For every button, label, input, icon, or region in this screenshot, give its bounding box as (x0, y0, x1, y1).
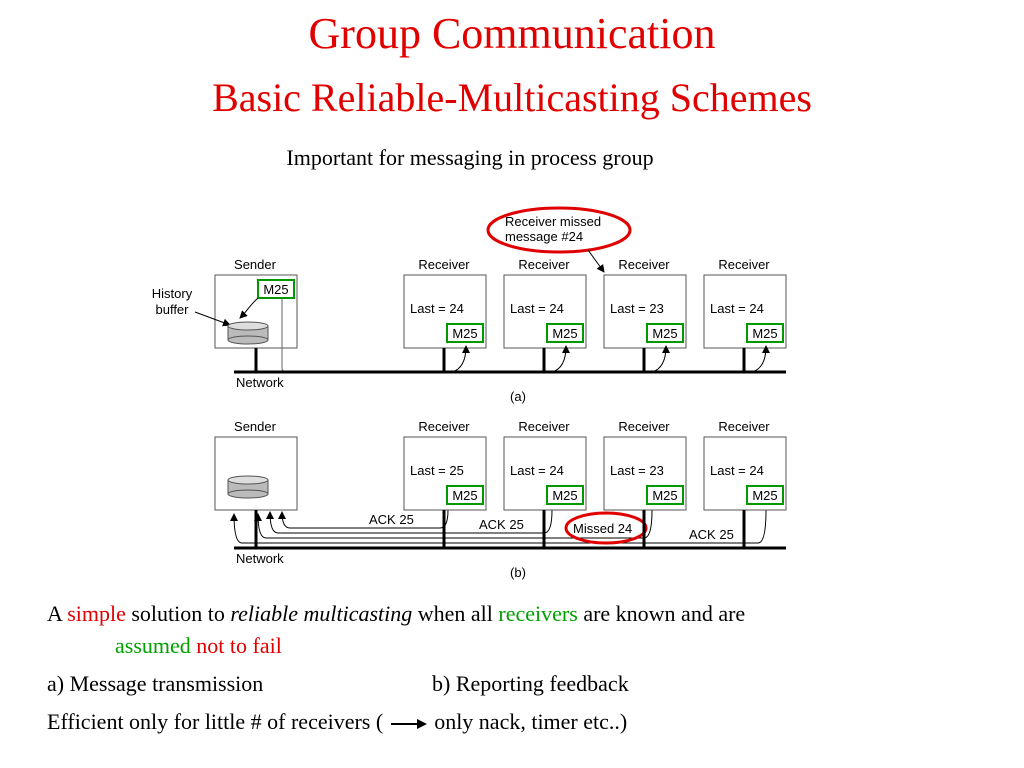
receiver-label: Receiver (618, 257, 670, 272)
text-span: when all (412, 601, 499, 626)
receiver-b-1: Receiver Last = 25 M25 (403, 419, 487, 548)
diagram-b: Sender ACK 25 ACK 25 Missed 24 ACK 25 Re… (214, 419, 787, 580)
sender-label: Sender (234, 419, 277, 434)
receiver-message: M25 (752, 326, 777, 341)
receiver-a-2: Receiver Last = 24 M25 (503, 257, 587, 373)
receiver-last: Last = 24 (510, 463, 564, 478)
multicast-diagram: Sender M25 History buffer Receiver misse… (152, 206, 787, 580)
slide-title: Group Communication (308, 9, 716, 58)
missed-label: Missed 24 (573, 521, 632, 536)
right-arrow-icon (390, 718, 427, 729)
simple-highlight: simple (67, 601, 126, 626)
receiver-message: M25 (652, 326, 677, 341)
receiver-label: Receiver (418, 419, 470, 434)
text-span: are known and are (577, 601, 746, 626)
caption-b: (b) (510, 565, 526, 580)
receiver-b-2: Receiver Last = 24 M25 (503, 419, 587, 548)
ack-label-3: ACK 25 (689, 527, 734, 542)
receiver-message: M25 (552, 326, 577, 341)
assumed-highlight: assumed (115, 633, 191, 658)
sender-box (214, 436, 298, 511)
receiver-label: Receiver (518, 419, 570, 434)
intro-text: Important for messaging in process group (286, 145, 654, 170)
receiver-last: Last = 23 (610, 463, 664, 478)
bullet-3: Efficient only for little # of receivers… (47, 706, 1007, 738)
bullet-1: A simple solution to reliable multicasti… (47, 598, 1007, 662)
receiver-last: Last = 24 (410, 301, 464, 316)
receiver-label: Receiver (718, 419, 770, 434)
feedback-label: b) Reporting feedback (432, 671, 629, 696)
history-buffer-icon (227, 475, 269, 499)
receiver-last: Last = 24 (510, 301, 564, 316)
missed-highlight (564, 511, 648, 545)
receiver-last: Last = 24 (710, 301, 764, 316)
text-span: Efficient only for little # of receivers… (47, 709, 384, 734)
receiver-a-4: Receiver Last = 24 M25 (703, 257, 787, 373)
reliable-multicasting-emphasis: reliable multicasting (230, 601, 413, 626)
sender-message-box (257, 279, 295, 299)
sender-message: M25 (263, 282, 288, 297)
receiver-message: M25 (652, 488, 677, 503)
history-label: History (152, 286, 193, 301)
receiver-last: Last = 25 (410, 463, 464, 478)
callout-line-1: Receiver missed (505, 214, 601, 229)
not-fail-highlight: not to fail (190, 633, 282, 658)
sender-label: Sender (234, 257, 277, 272)
receiver-label: Receiver (418, 257, 470, 272)
network-label: Network (236, 551, 284, 566)
buffer-label: buffer (155, 302, 189, 317)
receiver-a-3: Receiver Last = 23 M25 (603, 257, 687, 373)
slide-subtitle: Basic Reliable-Multicasting Schemes (212, 75, 812, 120)
text-span: A (47, 601, 68, 626)
text-span: only nack, timer etc..) (434, 709, 628, 734)
ack-label-2: ACK 25 (479, 517, 524, 532)
receiver-a-1: Receiver Last = 24 M25 (403, 257, 487, 373)
text-span: solution to (125, 601, 231, 626)
bullet-list: A simple solution to reliable multicasti… (47, 598, 1007, 744)
transmission-label: a) Message transmission (47, 671, 264, 696)
caption-a: (a) (510, 389, 526, 404)
receiver-message: M25 (752, 488, 777, 503)
receivers-highlight: receivers (498, 601, 578, 626)
history-buffer-icon (227, 321, 269, 345)
callout-line-2: message #24 (505, 229, 583, 244)
receiver-message: M25 (452, 488, 477, 503)
bullet-2: a) Message transmission b) Reporting feed… (47, 668, 1007, 700)
receiver-label: Receiver (518, 257, 570, 272)
network-label: Network (236, 375, 284, 390)
receiver-label: Receiver (718, 257, 770, 272)
missed-callout-highlight (486, 206, 632, 254)
receiver-message: M25 (452, 326, 477, 341)
receiver-label: Receiver (618, 419, 670, 434)
receiver-b-4: Receiver Last = 24 M25 (703, 419, 787, 548)
receiver-message: M25 (552, 488, 577, 503)
ack-label-1: ACK 25 (369, 512, 414, 527)
receiver-b-3: Receiver Last = 23 M25 (603, 419, 687, 548)
diagram-a: Sender M25 History buffer Receiver misse… (152, 206, 787, 404)
receiver-last: Last = 24 (710, 463, 764, 478)
receiver-last: Last = 23 (610, 301, 664, 316)
